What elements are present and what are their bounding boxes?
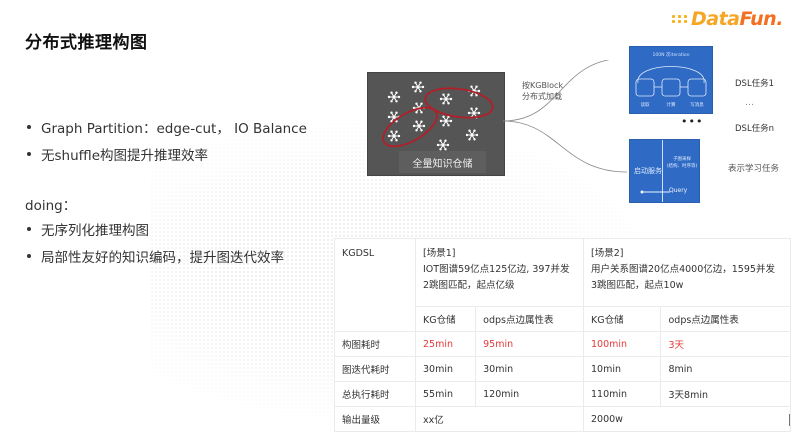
ellipsis-right: … — [745, 98, 755, 108]
bullet-list-doing: 无序列化推理构图 局部性友好的知识编码，提升图迭代效率 — [25, 215, 284, 269]
logo-text-fun: Fun. — [739, 8, 784, 30]
bullet-text: 无序列化推理构图 — [41, 222, 149, 239]
comparison-table: KGDSL [场景1] IOT图谱59亿点125亿边, 397并发 2跳图匹配，… — [334, 238, 791, 432]
table-cell: 25min — [414, 331, 477, 357]
subgraph-sampling-label: 子图采样 (结构、时序等) — [666, 156, 698, 170]
table-cell: 10min — [582, 356, 662, 382]
scene2-header-cell: [场景2] 用户关系图谱20亿点4000亿边，1595并发 3跳图匹配，起点10… — [583, 238, 791, 307]
table-cell: 100min — [582, 331, 662, 357]
scene1-header-cell: [场景1] IOT图谱59亿点125亿边, 397并发 2跳图匹配，起点亿级 — [415, 238, 584, 307]
step-write-label: 写消息 — [690, 103, 704, 108]
bullet-text: 局部性友好的知识编码，提升图迭代效率 — [41, 249, 284, 266]
logo-dots-icon — [672, 15, 688, 23]
dsl-task-n-label: DSL任务n — [735, 124, 775, 134]
bullet-dot-icon — [27, 151, 31, 156]
row-label: 输出量级 — [334, 406, 416, 432]
load-label: 按KGBlock 分布式加载 — [522, 80, 563, 102]
subheader-cell: KG仓储 — [414, 306, 477, 332]
page-title: 分布式推理构图 — [25, 33, 148, 53]
table-cell: 8min — [660, 356, 791, 382]
subheader-cell: KG仓储 — [582, 306, 662, 332]
dsl-task-1-label: DSL任务1 — [735, 79, 775, 89]
table-cell: 55min — [414, 381, 477, 407]
subheader-cell: odps点边属性表 — [475, 306, 584, 332]
scene2-desc-line1: 用户关系图谱20亿点4000亿边，1595并发 — [591, 264, 775, 275]
start-service-label: 启动服务 — [634, 167, 662, 175]
bullet-text: 无shuffle构图提升推理效率 — [41, 147, 209, 164]
table-row-output: 输出量级 xx亿 2000w — [334, 406, 791, 432]
bullet-dot-icon — [27, 226, 31, 231]
subheader-cell: odps点边属性表 — [660, 306, 791, 332]
load-label-line2: 分布式加载 — [522, 92, 562, 101]
table-cell: 30min — [475, 356, 584, 382]
kgdsl-header-cell: KGDSL — [334, 238, 416, 332]
scene2-desc-line2: 3跳图匹配，起点10w — [591, 280, 684, 291]
row-label: 构图耗时 — [334, 331, 416, 357]
load-label-line1: 按KGBlock — [522, 81, 564, 90]
table-cell: 3天 — [660, 331, 791, 357]
iteration-box: 100N 次iteration 读取 计算 写消息 — [629, 46, 713, 114]
bullet-item: Graph Partition：edge-cut， IO Balance — [25, 113, 307, 140]
table-row: 图迭代耗时 30min 30min 10min 8min — [334, 356, 791, 382]
iteration-loop-icon — [635, 66, 707, 97]
scene1-desc-line2: 2跳图匹配，起点亿级 — [423, 280, 515, 291]
bullet-dot-icon — [27, 124, 31, 129]
representation-task-label: 表示学习任务 — [728, 164, 780, 174]
bullet-item: 无序列化推理构图 — [25, 215, 284, 242]
query-arrow-icon — [640, 190, 670, 194]
ellipsis-middle: ••• — [681, 115, 704, 128]
table-header-row: KGDSL [场景1] IOT图谱59亿点125亿边, 397并发 2跳图匹配，… — [334, 238, 791, 332]
row-label: 图迭代耗时 — [334, 356, 416, 382]
table-cell: 95min — [475, 331, 584, 357]
doing-heading: doing： — [25, 198, 77, 214]
table-cell: 2000w — [583, 406, 791, 432]
bullet-dot-icon — [27, 253, 31, 258]
table-cell: 110min — [582, 381, 662, 407]
logo-text-data: Data — [691, 8, 740, 30]
datafun-logo: DataFun. — [672, 6, 783, 32]
bullet-text: Graph Partition：edge-cut， IO Balance — [41, 120, 307, 137]
table-row: 构图耗时 25min 95min 100min 3天 — [334, 331, 791, 357]
warehouse-label: 全量知识仓储 — [399, 151, 486, 173]
table-cell: 120min — [475, 381, 584, 407]
service-box: 启动服务 子图采样 (结构、时序等) Query — [629, 139, 700, 203]
scene1-title: [场景1] — [423, 248, 456, 259]
row-label: 总执行耗时 — [334, 381, 416, 407]
subgraph-sampling-line2: (结构、时序等) — [666, 164, 698, 169]
table-cell: xx亿 — [415, 406, 584, 432]
table-cell: 30min — [414, 356, 477, 382]
bullet-list-top: Graph Partition：edge-cut， IO Balance 无sh… — [25, 113, 307, 167]
graph-nodes-icon — [382, 81, 494, 151]
knowledge-warehouse-box: 全量知识仓储 — [367, 72, 505, 176]
table-cell: 3天8min — [660, 381, 791, 407]
scene1-desc-line1: IOT图谱59亿点125亿边, 397并发 — [423, 264, 570, 275]
bullet-item: 局部性友好的知识编码，提升图迭代效率 — [25, 242, 284, 269]
distribution-arrows — [503, 60, 628, 173]
table-row: 总执行耗时 55min 120min 110min 3天8min — [334, 381, 791, 407]
query-label: Query — [669, 187, 688, 194]
iteration-title: 100N 次iteration — [652, 53, 690, 58]
scene2-title: [场景2] — [591, 248, 624, 259]
subgraph-sampling-line1: 子图采样 — [673, 157, 691, 162]
step-read-label: 读取 — [640, 103, 650, 108]
bullet-item: 无shuffle构图提升推理效率 — [25, 140, 307, 167]
step-compute-label: 计算 — [666, 103, 676, 108]
text-cursor — [789, 414, 790, 426]
service-divider — [662, 140, 663, 202]
